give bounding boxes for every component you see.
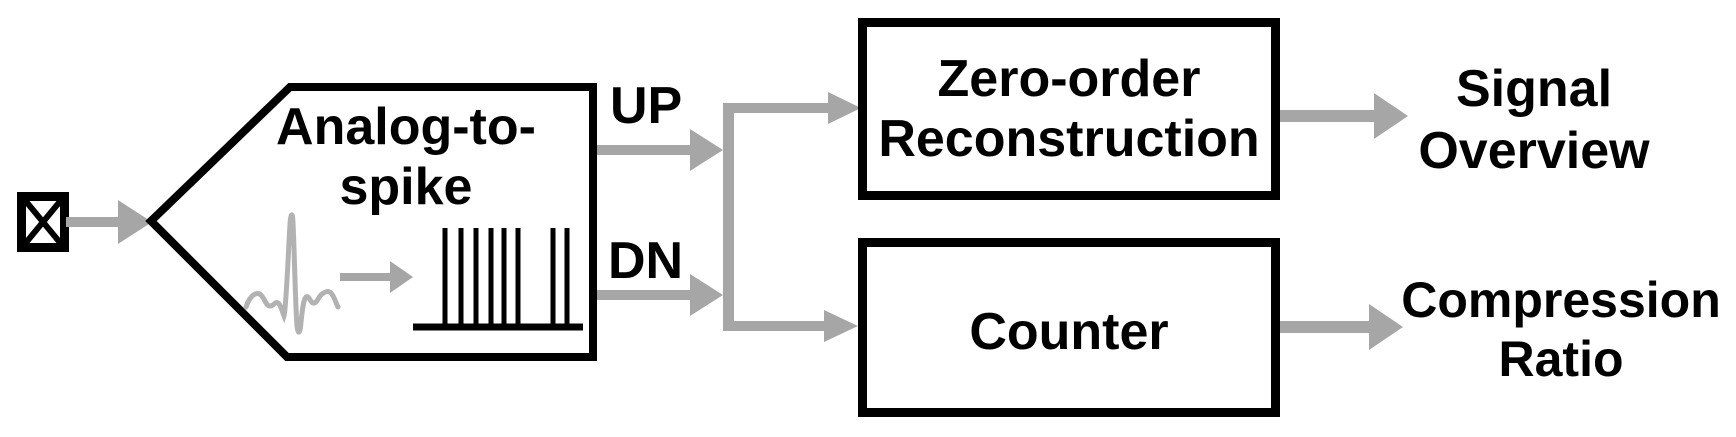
converter-label: Analog-to- spike xyxy=(230,97,582,217)
compression-ratio-line2: Ratio xyxy=(1498,331,1624,387)
compression-ratio-arrow-icon xyxy=(1279,304,1403,350)
converter-label-line1: Analog-to- xyxy=(276,98,536,156)
spike-waveform-icon xyxy=(243,212,341,335)
reconstruction-label-line1: Zero-order xyxy=(937,50,1201,108)
input-arrow-icon xyxy=(66,200,152,244)
electrode-icon xyxy=(17,192,69,252)
up-signal-label: UP xyxy=(610,77,683,135)
dn-signal-label: DN xyxy=(608,232,684,290)
signal-overview-label: Signal Overview xyxy=(1384,58,1684,182)
compression-ratio-label: Compression Ratio xyxy=(1386,271,1736,389)
up-arrow-icon xyxy=(597,129,723,171)
fanout-connector xyxy=(723,92,861,342)
reconstruction-label-line2: Reconstruction xyxy=(878,110,1260,168)
zero-order-reconstruction-block: Zero-order Reconstruction xyxy=(858,18,1280,200)
signal-overview-line2: Overview xyxy=(1418,122,1650,180)
signal-overview-arrow-icon xyxy=(1279,93,1408,139)
compression-ratio-line1: Compression xyxy=(1401,272,1721,328)
conversion-arrow-icon xyxy=(340,261,413,293)
counter-block: Counter xyxy=(858,238,1280,417)
analog-to-spike-block-shape xyxy=(145,83,597,361)
converter-label-line2: spike xyxy=(339,158,473,216)
signal-overview-line1: Signal xyxy=(1455,60,1613,118)
dn-arrow-icon xyxy=(597,274,723,316)
counter-label: Counter xyxy=(969,302,1169,361)
spike-train-icon xyxy=(413,228,583,331)
